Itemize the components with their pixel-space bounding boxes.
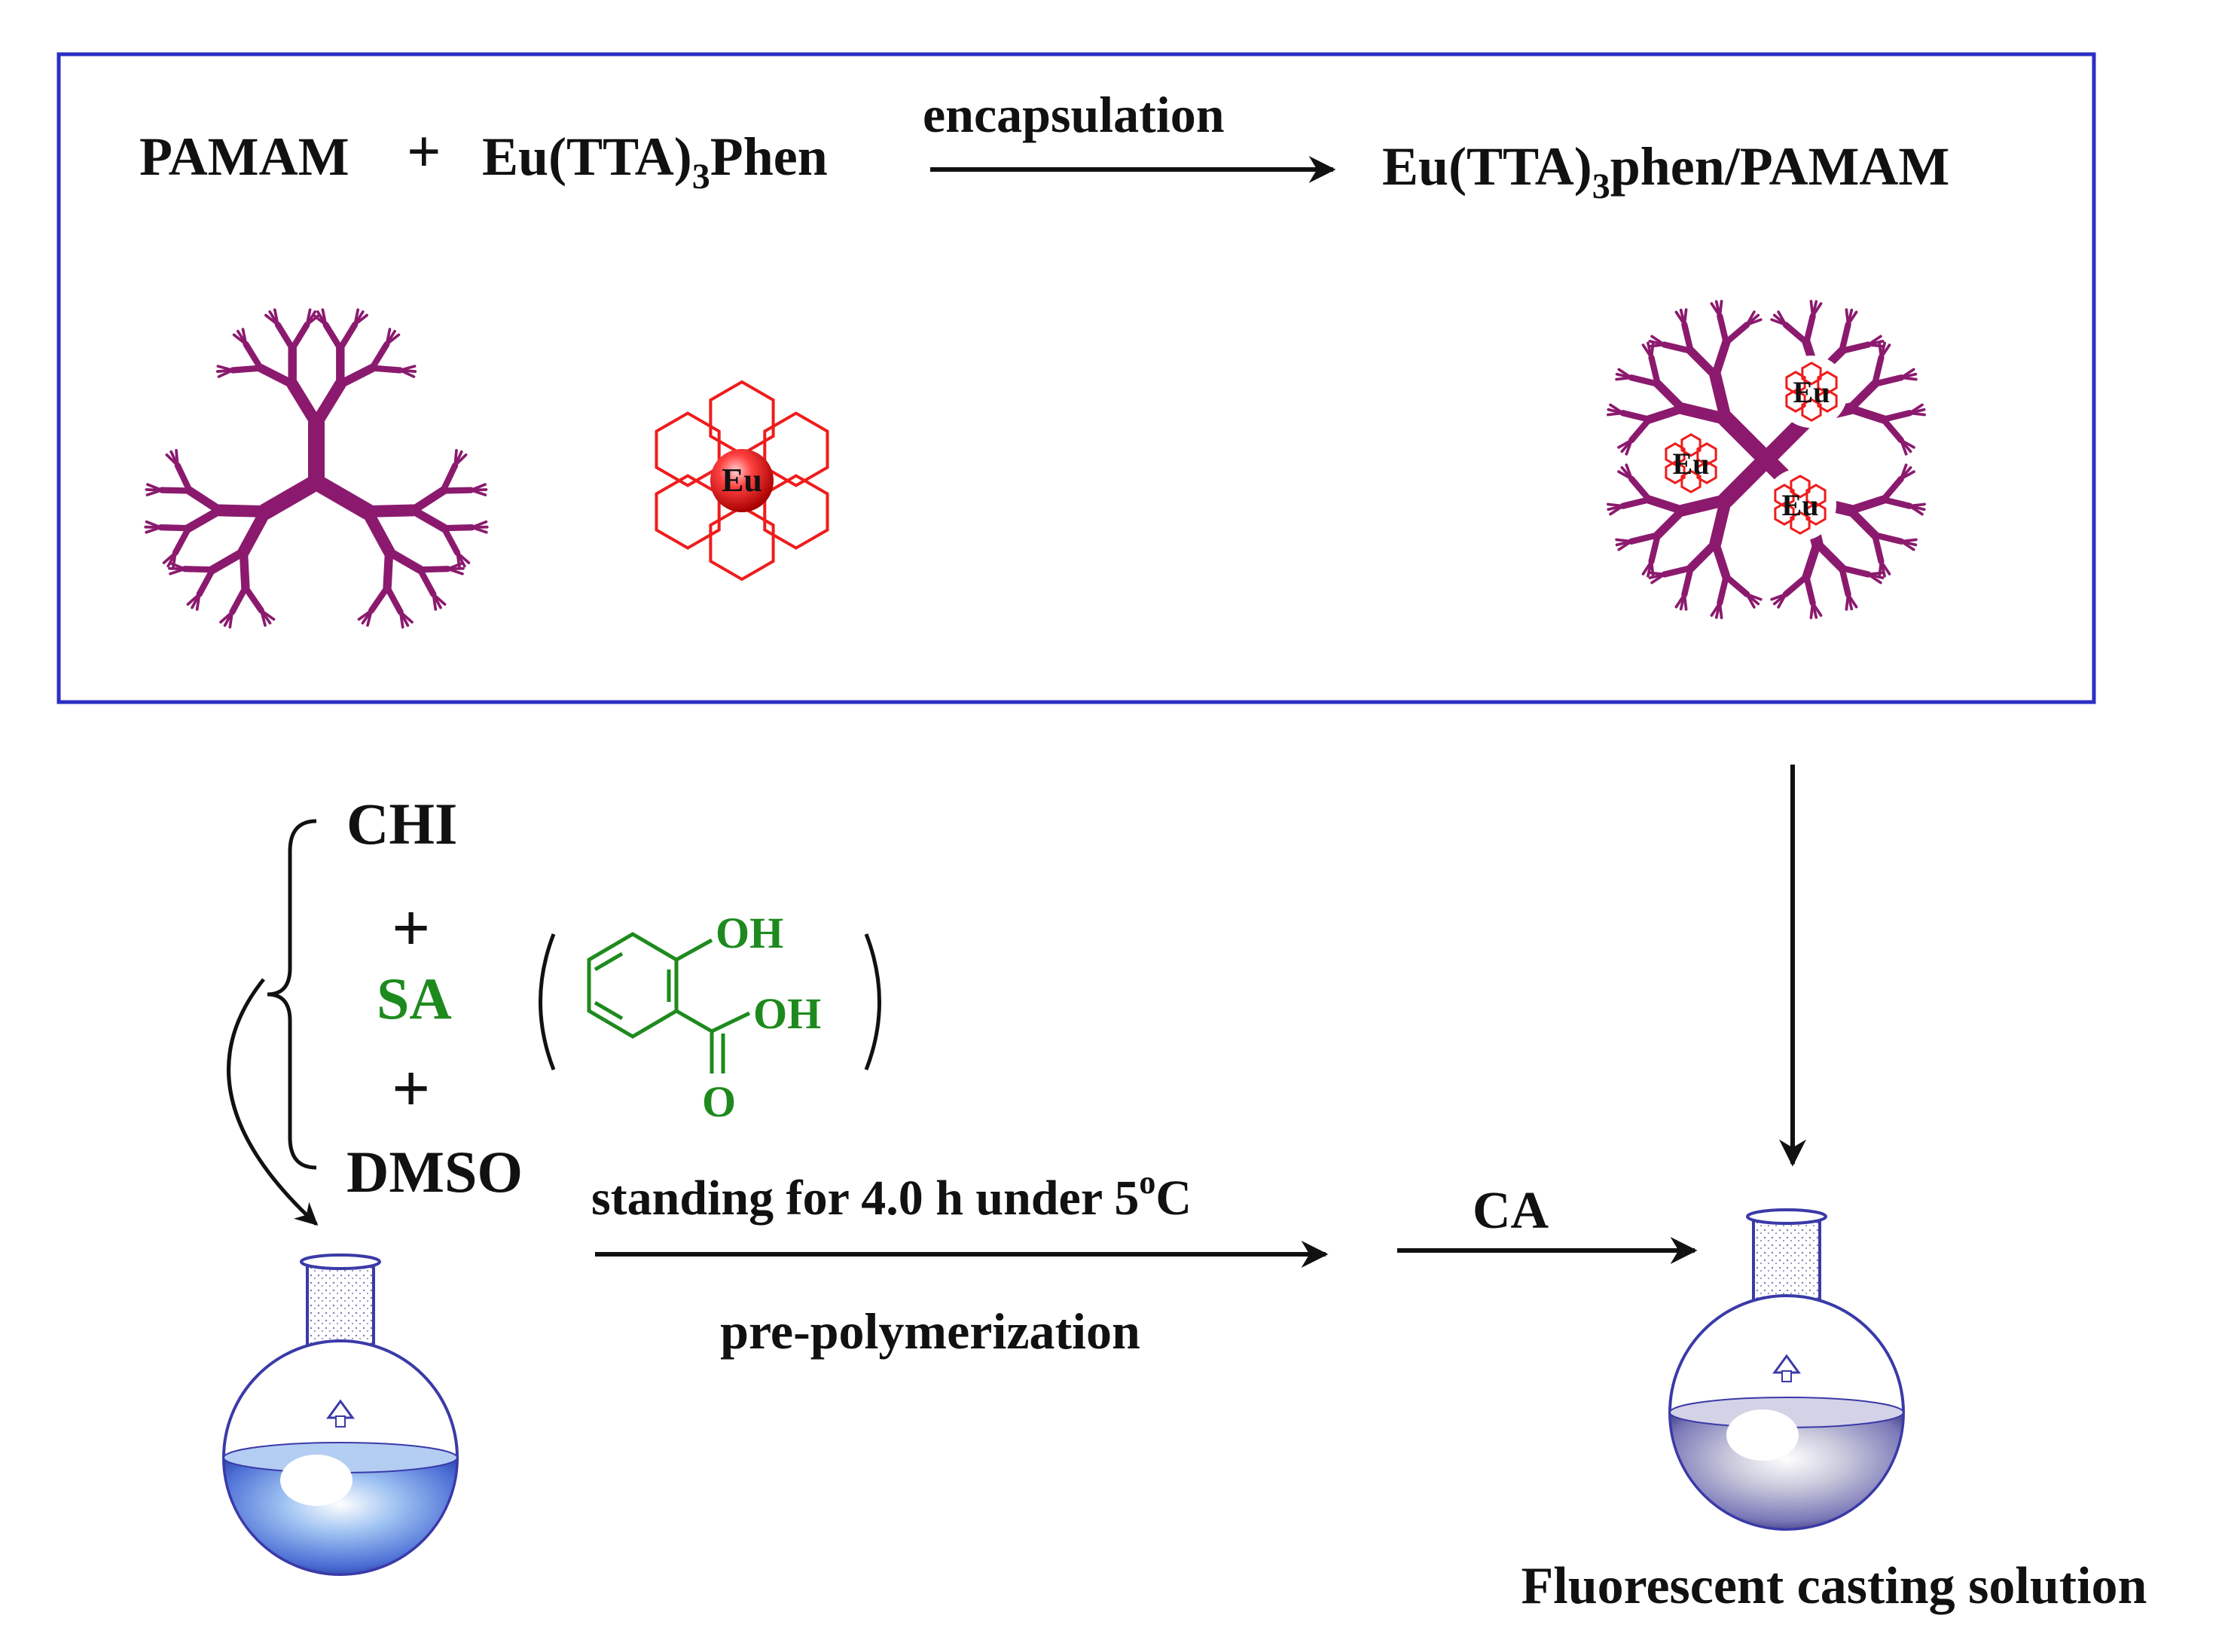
plus-sign-1: + <box>392 891 430 966</box>
salicylic-acid-structure <box>587 932 751 1073</box>
product-caption: Fluorescent casting solution <box>1521 1557 2147 1615</box>
eu-complex-label-sub: 3 <box>692 157 710 197</box>
encapsulation-label: encapsulation <box>923 86 1225 143</box>
encapsulated-complex-icon <box>1775 356 1848 428</box>
standing-condition-label: standing for 4.0 h under 5oC <box>591 1164 1192 1226</box>
standing-condition-post: C <box>1155 1171 1192 1226</box>
ca-label: CA <box>1473 1182 1549 1240</box>
product-label: Eu(TTA)3phen/PAMAM <box>1382 136 1949 206</box>
product-label-post: phen/PAMAM <box>1610 136 1950 197</box>
sa-bracket-right <box>864 933 881 1070</box>
sa-bracket-left <box>539 933 556 1070</box>
curved-arrow <box>227 978 319 1226</box>
standing-condition-pre: standing for 4.0 h under 5 <box>591 1171 1139 1226</box>
encapsulated-eu-label: Eu <box>1782 488 1819 522</box>
right-flask-icon <box>1668 1208 1905 1531</box>
encapsulated-complex-icon <box>1655 427 1727 499</box>
sa-hydroxyl-label: OH <box>716 908 783 957</box>
pre-polymerization-label: pre-polymerization <box>720 1302 1140 1360</box>
encapsulated-complex-icon <box>1764 469 1836 541</box>
pamam-dendrimer-icon <box>144 308 489 629</box>
pamam-label: PAMAM <box>139 127 349 187</box>
plus-sign-2: + <box>392 1052 430 1126</box>
eu-atom-label: Eu <box>722 462 762 499</box>
standing-condition-sup: o <box>1139 1164 1155 1201</box>
plus-sign: + <box>407 119 441 185</box>
component-brace <box>267 819 317 1170</box>
sa-acid-hydroxyl-label: OH <box>753 989 821 1038</box>
sa-label: SA <box>377 966 452 1031</box>
eu-complex-label-post: Phen <box>710 127 828 187</box>
product-label-pre: Eu(TTA) <box>1382 136 1592 197</box>
product-label-sub: 3 <box>1592 166 1610 206</box>
eu-complex-label-pre: Eu(TTA) <box>482 127 692 187</box>
left-flask-icon <box>222 1254 459 1576</box>
eu-atom-icon <box>710 449 774 512</box>
chi-label: CHI <box>346 791 457 857</box>
dmso-label: DMSO <box>346 1139 523 1205</box>
encapsulated-eu-label: Eu <box>1793 375 1830 409</box>
top-panel-frame <box>56 52 2096 704</box>
sa-carbonyl-label: O <box>702 1077 736 1126</box>
eu-complex-label: Eu(TTA)3Phen <box>482 127 828 197</box>
encapsulated-eu-label: Eu <box>1673 447 1710 481</box>
